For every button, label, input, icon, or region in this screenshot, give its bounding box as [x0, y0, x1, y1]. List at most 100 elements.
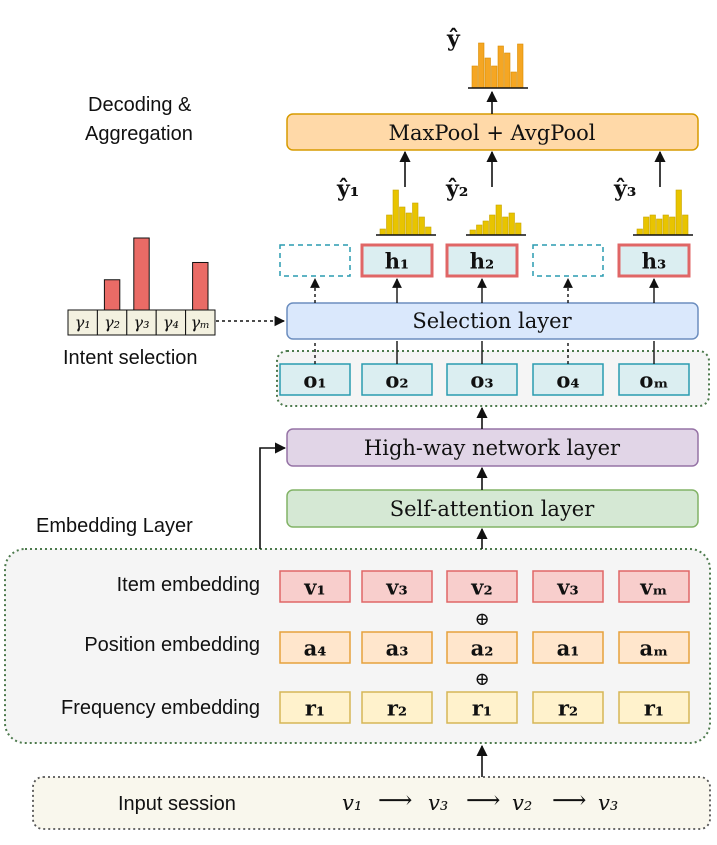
session-item-1: v₁ [342, 791, 362, 815]
o-vector-label-2: o₂ [385, 368, 408, 393]
session-arrow-1: ⟶ [378, 786, 412, 814]
histogram-output-bar [491, 65, 498, 89]
session-item-2: v₃ [428, 791, 448, 815]
decoding-label-line2: Aggregation [85, 123, 193, 145]
selection-label: Selection layer [412, 309, 572, 333]
prediction-histograms [376, 42, 693, 236]
histogram-h2-bar [515, 222, 522, 236]
frequency-embedding-label-2: r₂ [387, 696, 407, 721]
histogram-h2-bar [495, 204, 502, 236]
highway-label: High-way network layer [364, 436, 621, 460]
hidden-label-1: h₁ [385, 249, 409, 274]
hidden-box-1 [360, 243, 434, 278]
histogram-h1-bar [418, 216, 425, 236]
position-embedding-box-2 [361, 631, 433, 664]
frequency-embedding-box-5 [618, 691, 690, 724]
y1-label: ŷ₁ [336, 176, 359, 202]
gamma-bar-3 [133, 237, 150, 311]
o-vector-label-5: oₘ [639, 368, 668, 393]
o-vector-label-3: o₃ [470, 368, 493, 393]
histogram-h1-bar [386, 214, 393, 236]
position-embedding-box-5 [618, 631, 690, 664]
histogram-output-bar [484, 57, 491, 89]
histogram-h2-bar [508, 212, 515, 236]
gamma-label-2: γ₂ [104, 313, 120, 332]
position-embedding-label-3: a₂ [471, 636, 494, 661]
histogram-output-bar [504, 52, 511, 89]
item-embedding-box-5 [618, 570, 690, 603]
intent-selection-label: Intent selection [63, 347, 198, 369]
hidden-box-2 [445, 243, 519, 278]
session-arrow-2: ⟶ [466, 786, 500, 814]
item-embedding-label-1: v₁ [303, 575, 325, 600]
oplus-symbol-1: ⊕ [474, 609, 489, 630]
histogram-output-bar [497, 45, 504, 89]
histogram-h2 [466, 204, 526, 236]
o-vector-box-5 [618, 363, 690, 396]
selection-box [286, 302, 699, 340]
decoding-label-line1: Decoding & [88, 94, 192, 116]
session-arrow-3: ⟶ [552, 786, 586, 814]
hidden-label-2: h₂ [470, 249, 494, 274]
o-vector-box-4 [532, 363, 604, 396]
item-embedding-label-4: v₃ [556, 575, 578, 600]
hidden-label-3: h₃ [642, 249, 666, 274]
histogram-h3-bar [656, 218, 663, 236]
frequency-embedding-label: Frequency embedding [61, 697, 260, 719]
o-vector-box-1 [279, 363, 351, 396]
frequency-embedding-box-4 [532, 691, 604, 724]
item-embedding-label-3: v₂ [470, 575, 492, 600]
histogram-output-bar [478, 42, 485, 89]
gamma-cell-2 [96, 309, 128, 336]
histogram-h1-bar [405, 212, 412, 236]
histogram-output [468, 42, 528, 89]
position-embedding-label-5: aₘ [640, 636, 669, 661]
highway-box [286, 428, 699, 467]
histogram-h1-bar [412, 202, 419, 236]
self-attention-box [286, 489, 699, 528]
hidden-row: h₁ h₂ h₃ [279, 243, 691, 303]
gamma-label-4: γ₄ [163, 313, 179, 332]
histogram-h2-bar [489, 214, 496, 236]
histogram-h1-bar [399, 206, 406, 236]
histogram-h3-bar [675, 189, 682, 236]
empty-slot-4 [532, 244, 604, 277]
o-vector-label-1: o₁ [303, 368, 326, 393]
gamma-cell-4 [155, 309, 187, 336]
frequency-embedding-box-1 [279, 691, 351, 724]
y-hat-label: ŷ [446, 26, 461, 52]
histogram-h3 [633, 189, 693, 236]
o-vector-label-4: o₄ [556, 368, 579, 393]
histogram-h3-bar [669, 216, 676, 236]
gamma-cell-5 [185, 309, 216, 336]
histogram-h2-bar [469, 229, 476, 236]
gamma-label-5: γₘ [191, 313, 210, 332]
position-embedding-label-2: a₃ [386, 636, 409, 661]
position-embedding-box-4 [532, 631, 604, 664]
histogram-h2-bar [482, 220, 489, 236]
item-embedding-box-1 [279, 570, 351, 603]
o-vector-box-3 [446, 363, 518, 396]
histogram-output-bar [510, 71, 517, 89]
histogram-output-bar [517, 43, 524, 89]
gamma-bar-2 [103, 279, 121, 311]
pool-label: MaxPool + AvgPool [389, 121, 596, 145]
histogram-h1-bar [379, 228, 386, 236]
gamma-label-3: γ₃ [134, 313, 150, 332]
position-embedding-label: Position embedding [84, 634, 260, 656]
residual-arrow [259, 442, 287, 549]
position-embedding-box-3 [446, 631, 518, 664]
item-embedding-label-2: v₃ [385, 575, 407, 600]
position-embedding-label-4: a₁ [557, 636, 580, 661]
histogram-h3-bar [682, 214, 689, 236]
frequency-embedding-label-5: r₁ [644, 696, 664, 721]
histogram-h1 [376, 189, 436, 236]
histogram-h2-bar [502, 216, 509, 236]
input-session-box [32, 776, 711, 830]
session-item-3: v₂ [512, 791, 532, 815]
position-embedding-label-1: a₄ [304, 636, 327, 661]
frequency-embedding-label-3: r₁ [472, 696, 492, 721]
gamma-bar-5 [192, 261, 209, 311]
